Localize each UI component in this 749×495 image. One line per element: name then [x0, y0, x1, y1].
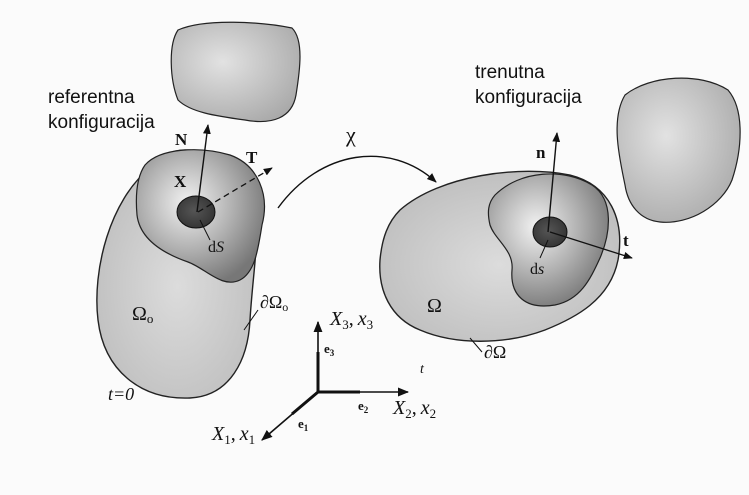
area-cur-label: ds: [530, 261, 544, 278]
normal-cur-label: n: [536, 143, 546, 162]
reference-traction-arrow: [197, 167, 273, 213]
traction-cur-label: t: [623, 231, 629, 250]
current-normal-arrow: [547, 132, 561, 233]
reference-area-leader: [199, 219, 211, 241]
mapping-label: χ: [345, 122, 356, 147]
current-config-label-1: trenutna: [475, 62, 545, 83]
current-area-leader: [539, 239, 549, 259]
normal-ref-label: N: [175, 130, 188, 149]
time-ref-label: t=0: [108, 384, 134, 404]
axis3-label: X3,x3: [329, 308, 373, 332]
domain-cur-label: Ω: [427, 295, 442, 317]
reference-boundary-leader: [243, 309, 259, 331]
current-traction-arrow: [549, 231, 633, 259]
coordinate-axes: [261, 320, 410, 441]
basis-e1: [291, 390, 319, 416]
reference-normal-arrow: [196, 124, 211, 213]
axis1-label: X1,x1: [211, 423, 255, 447]
basis-e3-label: e3: [324, 341, 335, 358]
position-ref-label: X: [174, 172, 187, 191]
current-body: [379, 170, 621, 342]
reference-body: [96, 149, 266, 399]
traction-ref-label: T: [246, 148, 258, 167]
basis-e1-label: e1: [298, 416, 309, 433]
reference-floating-blob: [170, 21, 301, 123]
current-config-label-2: konfiguracija: [475, 87, 582, 108]
basis-e2-label: e2: [358, 398, 369, 415]
boundary-ref-label: ∂Ωo: [260, 292, 288, 314]
reference-config-label-2: konfiguracija: [48, 112, 155, 133]
mapping-arrow: [277, 155, 437, 209]
current-boundary-leader: [469, 337, 483, 353]
reference-inner-element: [176, 195, 216, 229]
time-cur-label: t: [420, 362, 425, 377]
axis2-label: X2,x2: [392, 397, 436, 421]
boundary-cur-label: ∂Ω: [484, 342, 506, 362]
reference-config-label-1: referentna: [48, 87, 135, 108]
domain-ref-label: Ωo: [132, 303, 153, 326]
current-floating-blob: [616, 77, 741, 223]
area-ref-label: dS: [208, 239, 224, 256]
